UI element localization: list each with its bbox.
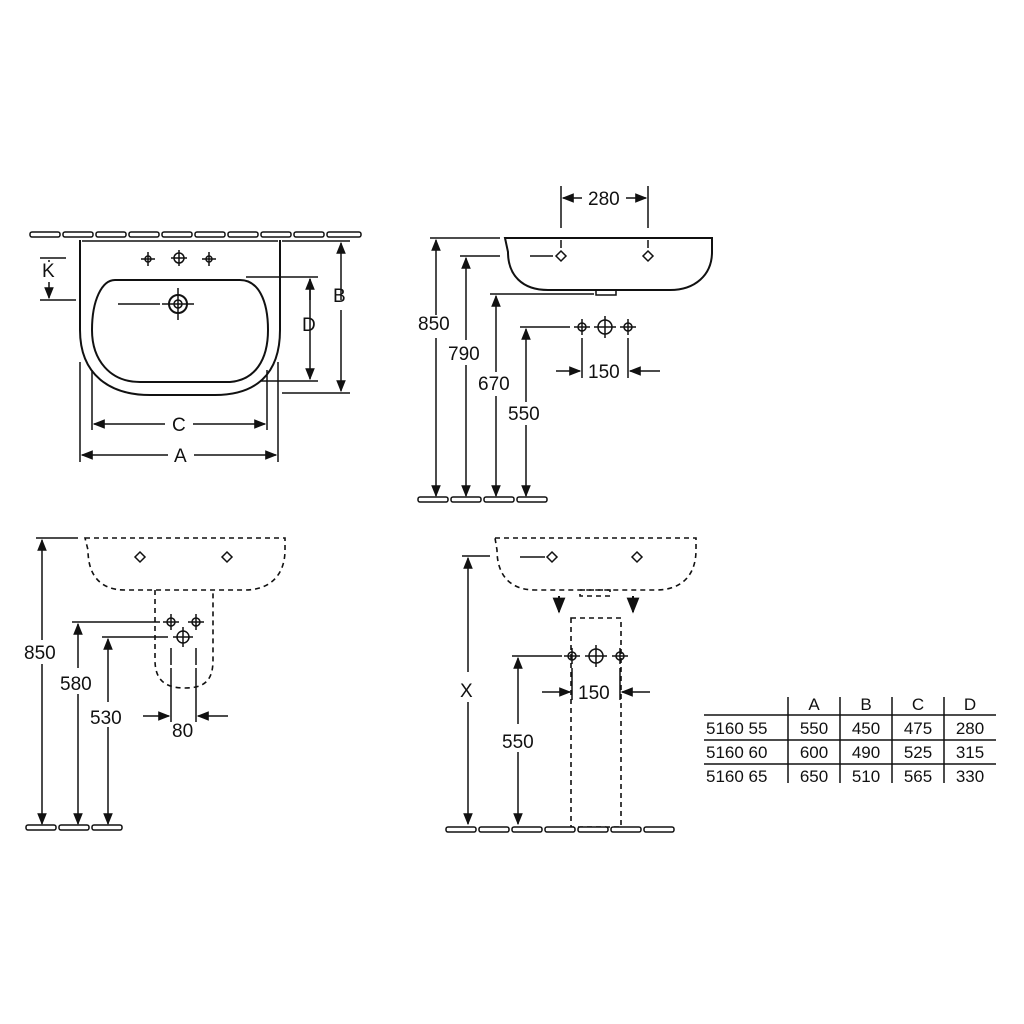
table-value-cell: 490 xyxy=(852,743,880,762)
table-model-cell: 5160 60 xyxy=(706,743,767,762)
dim-b-label: B xyxy=(333,286,346,307)
table-value-cell: 450 xyxy=(852,719,880,738)
semi-pedestal-view: 850 580 530 80 xyxy=(24,537,286,831)
floor-strip xyxy=(417,496,548,503)
table-value-cell: 280 xyxy=(956,719,984,738)
dim-530-label: 530 xyxy=(90,708,122,729)
dim-150-label: 150 xyxy=(588,362,620,383)
floor-strip-full xyxy=(445,826,675,833)
dim-c-label: C xyxy=(172,415,186,436)
table-header-cell: B xyxy=(860,695,871,714)
plan-view: K D B C A xyxy=(29,231,362,467)
table-value-cell: 525 xyxy=(904,743,932,762)
tap-hole-icon xyxy=(641,240,655,263)
basin-front-outline xyxy=(503,237,713,291)
trap-connections-icon xyxy=(163,614,204,665)
dim-80-label: 80 xyxy=(172,721,193,742)
dim-850-semi-label: 850 xyxy=(24,643,56,664)
dim-550-full-label: 550 xyxy=(502,732,534,753)
wall-strip xyxy=(29,231,362,238)
dim-a-label: A xyxy=(174,446,187,467)
dim-670-label: 670 xyxy=(478,374,510,395)
drain-icon xyxy=(118,288,194,320)
overflow-hole-icon xyxy=(530,240,568,263)
dim-550-label: 550 xyxy=(508,404,540,425)
table-value-cell: 550 xyxy=(800,719,828,738)
table-model-cell: 5160 55 xyxy=(706,719,767,738)
front-view: 280 850 790 670 550 xyxy=(417,186,713,503)
table-header-cell: C xyxy=(912,695,924,714)
dim-150-full-label: 150 xyxy=(578,683,610,704)
dim-x-label: X xyxy=(460,681,473,702)
tap-holes-icon xyxy=(141,250,216,266)
full-pedestal-view: X 550 150 xyxy=(445,537,697,833)
dim-280-label: 280 xyxy=(588,189,620,210)
table-value-cell: 475 xyxy=(904,719,932,738)
pedestal-connections-icon xyxy=(564,645,628,667)
dim-790-label: 790 xyxy=(448,344,480,365)
dim-580-label: 580 xyxy=(60,674,92,695)
supply-connections-icon xyxy=(574,316,636,338)
table-value-cell: 600 xyxy=(800,743,828,762)
basin-outline xyxy=(79,240,281,396)
table-value-cell: 650 xyxy=(800,767,828,786)
table-model-cell: 5160 65 xyxy=(706,767,767,786)
floor-strip-semi xyxy=(25,824,123,831)
dimensions-table: A B C D 5160 55 550 450 475 280 5160 60 600 490 525 3… xyxy=(704,695,996,786)
table-value-cell: 510 xyxy=(852,767,880,786)
table-header-cell: D xyxy=(964,695,976,714)
dim-d-label: D xyxy=(302,315,316,336)
dim-850-label: 850 xyxy=(418,314,450,335)
table-header-cell: A xyxy=(808,695,820,714)
dim-k-label: K xyxy=(42,261,55,282)
table-value-cell: 315 xyxy=(956,743,984,762)
table-value-cell: 330 xyxy=(956,767,984,786)
bowl-outline xyxy=(90,279,270,383)
table-value-cell: 565 xyxy=(904,767,932,786)
